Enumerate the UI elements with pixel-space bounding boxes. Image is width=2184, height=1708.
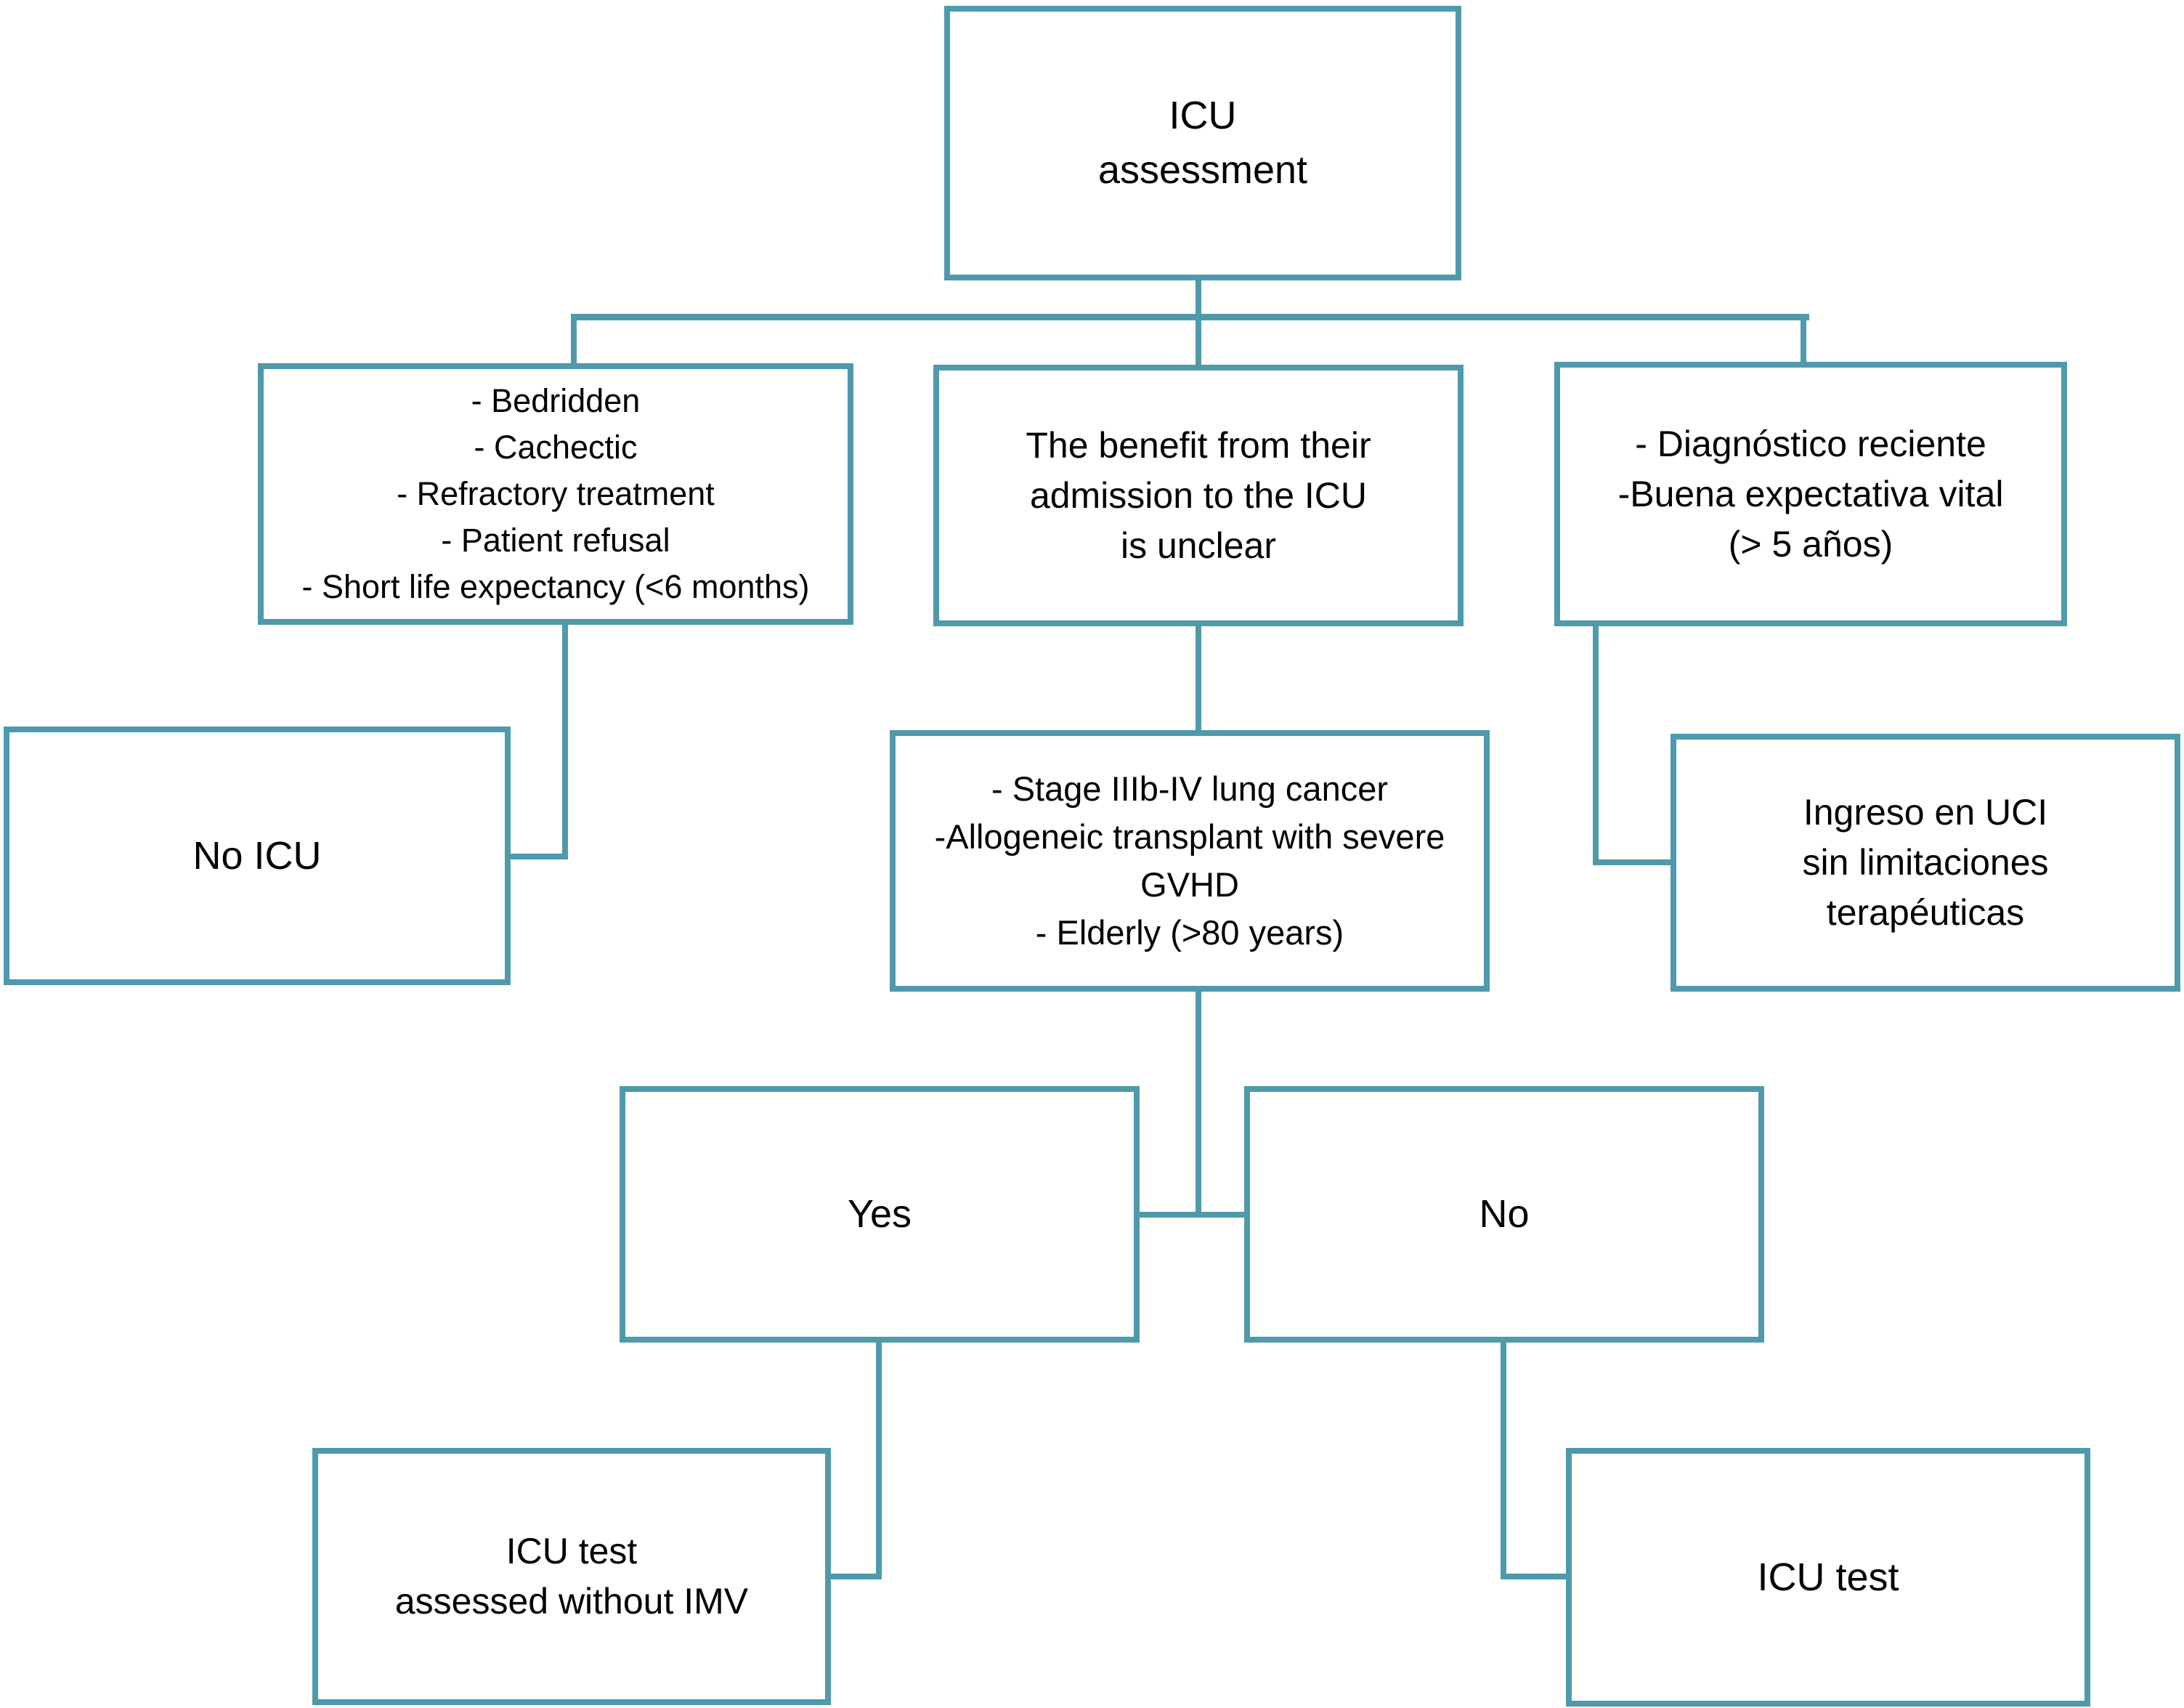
text-line: ICU test: [506, 1531, 638, 1571]
node-good-prognosis: - Diagnóstico reciente -Buena expectativ…: [1554, 362, 2067, 626]
connector-branch-bar: [571, 314, 1809, 320]
text-line: is unclear: [1120, 525, 1276, 566]
text-line: sin limitaciones: [1802, 842, 2049, 883]
node-icu-assessment-text: ICU assessment: [1098, 89, 1307, 197]
text-line: -Allogeneic transplant with severe: [934, 817, 1445, 857]
node-icu-test-without-imv-text: ICU test assessed without IMV: [395, 1526, 748, 1627]
text-line: - Bedridden: [471, 382, 641, 420]
text-line: - Cachectic: [474, 429, 638, 466]
node-no: No: [1244, 1086, 1764, 1343]
text-line: ICU test: [1757, 1555, 1899, 1599]
text-line: -Buena expectativa vital: [1617, 473, 2004, 514]
node-yes-text: Yes: [848, 1187, 912, 1242]
node-no-text: No: [1479, 1187, 1529, 1242]
node-exclusion-criteria: - Bedridden - Cachectic - Refractory tre…: [258, 363, 853, 625]
connector-prognosis-to-ingreso-stub: [1593, 859, 1674, 865]
text-line: (> 5 años): [1728, 523, 1893, 564]
connector-root-stem: [1195, 279, 1201, 320]
text-line: assessment: [1097, 148, 1308, 192]
text-line: ICU: [1169, 94, 1237, 138]
node-uncertain-conditions: - Stage IIIb-IV lung cancer -Allogeneic …: [890, 730, 1490, 992]
connector-exclusion-to-noicu-stub: [508, 854, 568, 859]
node-icu-assessment: ICU assessment: [944, 6, 1461, 280]
node-icu-test-text: ICU test: [1757, 1550, 1899, 1605]
connector-yes-to-test-stub: [828, 1574, 882, 1579]
node-icu-test-without-imv: ICU test assessed without IMV: [312, 1448, 831, 1705]
connector-yes-to-test-vertical: [876, 1340, 882, 1579]
text-line: No: [1479, 1192, 1530, 1237]
node-uncertain-conditions-text: - Stage IIIb-IV lung cancer -Allogeneic …: [935, 765, 1445, 956]
connector-drop-center: [1195, 314, 1201, 371]
text-line: - Patient refusal: [441, 521, 670, 559]
text-line: - Diagnóstico reciente: [1635, 423, 1986, 464]
text-line: - Refractory treatment: [397, 475, 715, 513]
text-line: No ICU: [192, 833, 322, 878]
node-icu-without-limits-text: Ingreso en UCI sin limitaciones terapéut…: [1802, 788, 2048, 938]
connector-conditions-to-yesno-vertical: [1195, 989, 1201, 1218]
text-line: Yes: [847, 1192, 912, 1237]
node-exclusion-criteria-text: - Bedridden - Cachectic - Refractory tre…: [301, 378, 809, 610]
node-good-prognosis-text: - Diagnóstico reciente -Buena expectativ…: [1618, 419, 2004, 570]
text-line: admission to the ICU: [1029, 474, 1368, 516]
connector-exclusion-to-noicu-vertical: [562, 622, 568, 859]
connector-benefit-to-conditions: [1195, 623, 1201, 736]
connector-drop-left: [571, 314, 577, 369]
text-line: - Elderly (>80 years): [1035, 912, 1344, 952]
text-line: - Short life expectancy (<6 months): [301, 567, 810, 605]
text-line: GVHD: [1140, 865, 1239, 904]
text-line: - Stage IIIb-IV lung cancer: [991, 769, 1388, 809]
text-line: The benefit from their: [1026, 424, 1371, 466]
text-line: terapéuticas: [1826, 892, 2025, 933]
connector-no-to-test-vertical: [1501, 1340, 1506, 1579]
connector-yesno-stub: [1137, 1212, 1247, 1218]
node-no-icu-text: No ICU: [192, 829, 321, 883]
connector-no-to-test-stub: [1501, 1574, 1572, 1579]
node-yes: Yes: [620, 1086, 1140, 1343]
node-icu-without-limits: Ingreso en UCI sin limitaciones terapéut…: [1671, 734, 2180, 992]
connector-drop-right: [1801, 314, 1806, 368]
node-no-icu: No ICU: [4, 726, 511, 985]
connector-prognosis-to-ingreso-vertical: [1593, 623, 1599, 865]
text-line: Ingreso en UCI: [1803, 792, 2048, 833]
text-line: assessed without IMV: [394, 1581, 749, 1622]
node-unclear-benefit-text: The benefit from their admission to the …: [1026, 421, 1371, 571]
node-icu-test: ICU test: [1566, 1448, 2090, 1707]
node-unclear-benefit: The benefit from their admission to the …: [933, 365, 1464, 626]
